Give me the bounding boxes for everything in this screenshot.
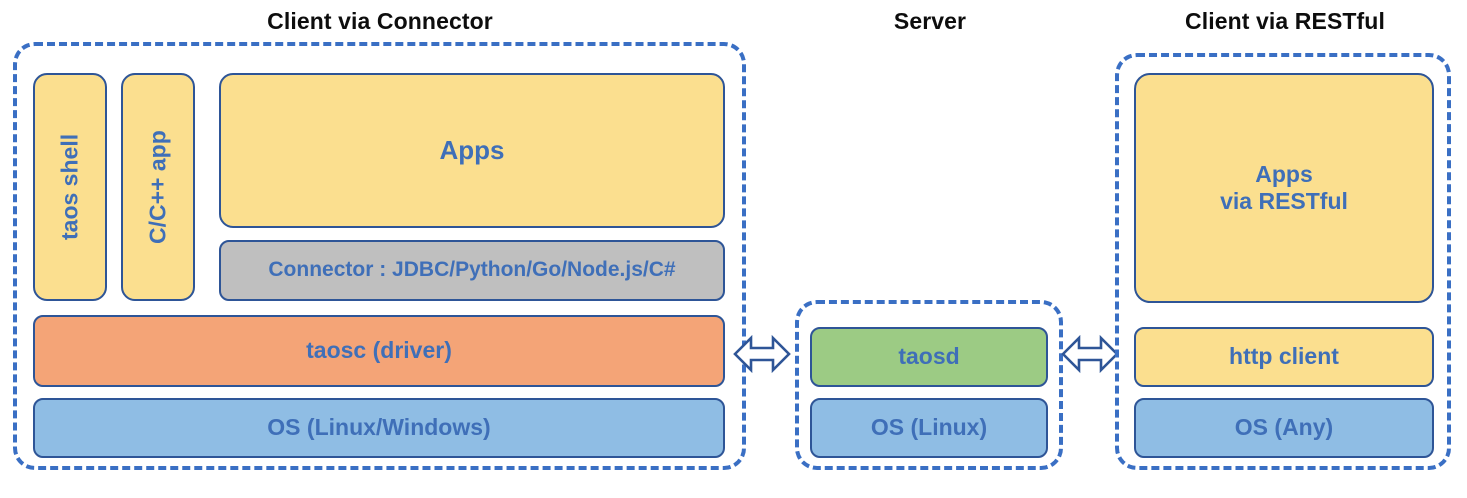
box-c-cpp-app[interactable]: C/C++ app [121,73,195,301]
group-server [795,300,1063,470]
box-os-linux[interactable]: OS (Linux) [810,398,1048,458]
box-apps-via-restful-line2: via RESTful [1220,188,1348,214]
group-client-via-restful [1115,53,1451,470]
box-apps-connector[interactable]: Apps [219,73,725,228]
double-headed-arrow-left [733,325,791,383]
section-title-server: Server [893,8,967,34]
box-taosd[interactable]: taosd [810,327,1048,387]
section-title-client-restful: Client via RESTful [1185,8,1385,34]
box-os-linux-windows[interactable]: OS (Linux/Windows) [33,398,725,458]
section-title-client-connector: Client via Connector [267,8,493,34]
box-apps-via-restful-line1: Apps [1255,160,1313,187]
box-taos-shell[interactable]: taos shell [33,73,107,301]
box-connector[interactable]: Connector : JDBC/Python/Go/Node.js/C# [219,240,725,301]
group-client-via-connector [13,42,746,470]
double-headed-arrow-right [1061,325,1119,383]
box-taosc-driver[interactable]: taosc (driver) [33,315,725,387]
box-apps-via-restful[interactable]: Apps via RESTful [1134,73,1434,303]
box-http-client[interactable]: http client [1134,327,1434,387]
box-os-any[interactable]: OS (Any) [1134,398,1434,458]
